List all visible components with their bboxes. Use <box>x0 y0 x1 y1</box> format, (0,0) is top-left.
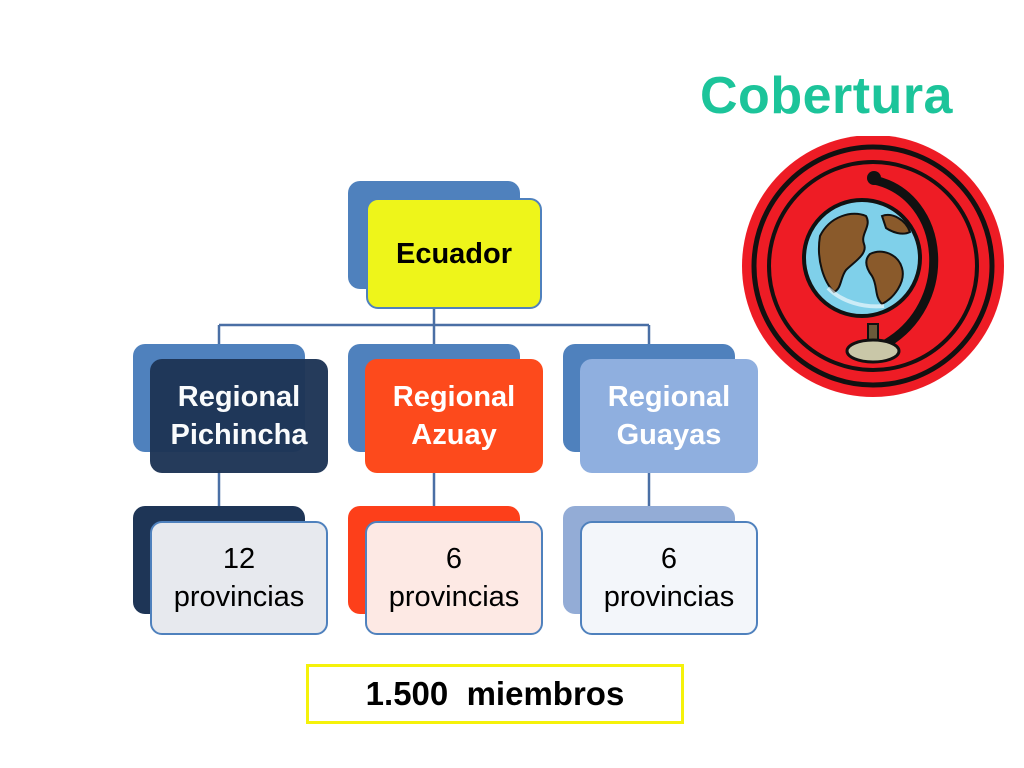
slide-title: Cobertura <box>700 67 953 125</box>
globe-icon <box>742 136 1004 397</box>
org-node-guayas-label: Regional Guayas <box>580 359 758 473</box>
org-node-guayas-provinces-label: 6 provincias <box>580 521 758 635</box>
org-node-azuay-label: Regional Azuay <box>365 359 543 473</box>
org-node-ecuador-label: Ecuador <box>366 198 542 309</box>
members-count-box: 1.500 miembros <box>306 664 684 724</box>
org-node-pichincha-label: Regional Pichincha <box>150 359 328 473</box>
org-node-pichincha-provinces-label: 12 provincias <box>150 521 328 635</box>
org-node-azuay-provinces-label: 6 provincias <box>365 521 543 635</box>
